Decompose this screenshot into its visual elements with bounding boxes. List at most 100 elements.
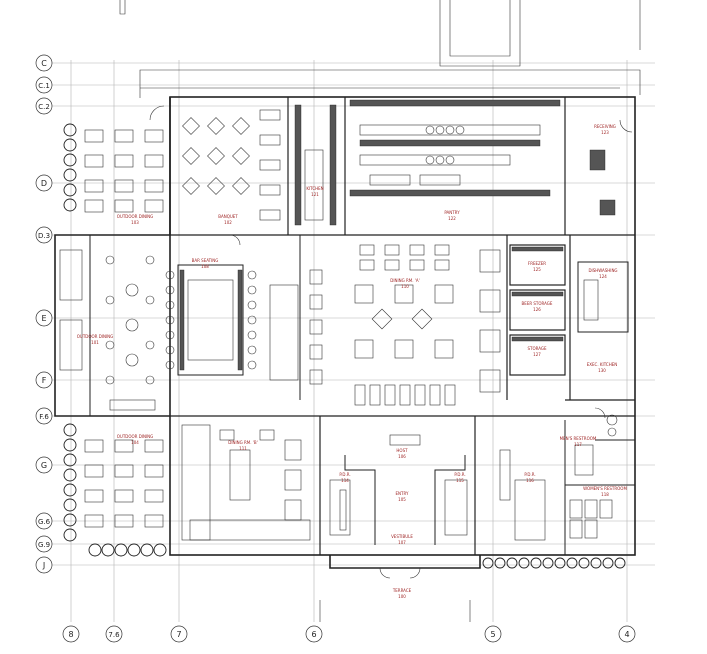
room-label: P.D.R. [339,472,350,477]
room-label: OUTDOOR DINING [117,214,153,219]
grid-lines [50,60,655,622]
grid-row-marker: F [35,371,53,389]
grid-column-marker: 6 [305,625,323,643]
room-number: 118 [601,492,609,497]
room-number: 108 [201,264,209,269]
dining-room-a-furniture [269,244,501,406]
room-label: DISHWASHING [588,268,617,273]
room-label: DINING RM. 'A' [390,278,420,283]
back-of-house [509,244,629,376]
room-label: BANQUET [218,214,238,219]
room-label: EXEC. KITCHEN [587,362,617,367]
room-label: PANTRY [444,210,460,215]
grid-row-label: C.1 [38,82,50,90]
room-number: 117 [574,442,582,447]
room-number: 104 [131,440,139,445]
room-number: 121 [311,192,319,197]
grid-column-label: 7 [176,630,181,639]
grid-row-label: C.2 [38,103,50,111]
grid-row-marker: D.3 [35,226,53,244]
grid-row-label: G.6 [38,518,51,526]
grid-row-marker: J [35,556,53,574]
grid-row-label: J [42,561,45,570]
room-label: BAR SEATING [192,258,219,263]
outdoor-planters [63,123,626,569]
room-label: KITCHEN [306,186,323,191]
bar-counter [165,264,257,376]
room-number: 130 [598,368,606,373]
room-number: 105 [398,497,406,502]
room-tags: OUTDOOR DINING 103 BANQUET 102 KITCHEN 1… [77,124,628,599]
grid-row-marker: F.6 [35,407,53,425]
grid-column-markers: 8 7.6 7 6 5 4 [62,625,636,643]
room-label: ENTRY [396,491,409,496]
grid-row-label: C [41,59,47,68]
room-label: P.D.R. [524,472,535,477]
room-label: STORAGE [527,346,547,351]
grid-row-marker: C.2 [35,97,53,115]
grid-column-marker: 7.6 [105,625,123,643]
room-number: 115 [456,478,464,483]
room-number: 107 [398,540,406,545]
grid-row-label: E [41,314,46,323]
room-label: RECEIVING [594,124,616,129]
room-number: 110 [401,284,409,289]
grid-row-label: G [41,461,47,470]
grid-row-markers: C C.1 C.2 D D.3 E F F.6 G G.6 G.9 J [35,54,53,574]
room-label: P.D.R. [454,472,465,477]
room-number: 122 [448,216,456,221]
room-number: 106 [398,454,406,459]
grid-row-label: G.9 [38,541,50,549]
banquet-furniture [182,109,281,221]
building-walls [54,96,636,569]
room-number: 127 [533,352,541,357]
grid-row-label: D [41,179,47,188]
doors [149,105,633,579]
grid-row-marker: C [35,54,53,72]
room-label: VESTIBULE [391,534,413,539]
room-label: TERRACE [392,588,412,593]
grid-row-marker: G [35,456,53,474]
entry-pdr-furniture [329,434,546,545]
room-label: BEER STORAGE [522,301,553,306]
outdoor-dining-furniture [59,129,164,528]
room-number: 116 [526,478,534,483]
grid-column-marker: 4 [618,625,636,643]
room-label: FREEZER [528,261,546,266]
grid-row-marker: E [35,309,53,327]
room-number: 126 [533,307,541,312]
site-context [119,0,641,622]
grid-column-marker: 5 [484,625,502,643]
grid-row-label: D.3 [38,232,50,240]
grid-row-marker: C.1 [35,76,53,94]
grid-row-marker: D [35,174,53,192]
grid-row-label: F.6 [39,413,49,421]
room-label: OUTDOOR DINING [77,334,113,339]
grid-column-label: 8 [68,630,73,639]
room-number: 102 [224,220,232,225]
grid-column-label: 4 [624,630,629,639]
room-label: DINING RM. 'B' [228,440,258,445]
restroom-fixtures [569,414,618,539]
room-number: 124 [599,274,607,279]
dining-room-b-furniture [181,424,311,541]
room-number: 101 [91,340,99,345]
bar-seating-tables [105,255,156,411]
grid-column-label: 6 [311,630,316,639]
grid-row-marker: G.6 [35,512,53,530]
kitchen-equipment [294,99,616,226]
room-label: MEN'S RESTROOM [560,436,597,441]
room-label: OUTDOOR DINING [117,434,153,439]
grid-column-label: 5 [490,630,495,639]
room-number: 100 [398,594,406,599]
room-label: HOST [396,448,408,453]
room-number: 103 [131,220,139,225]
grid-column-marker: 8 [62,625,80,643]
room-number: 125 [533,267,541,272]
room-number: 111 [239,446,247,451]
grid-row-marker: G.9 [35,535,53,553]
room-number: 123 [601,130,609,135]
grid-column-label: 7.6 [108,631,120,639]
room-number: 114 [341,478,349,483]
